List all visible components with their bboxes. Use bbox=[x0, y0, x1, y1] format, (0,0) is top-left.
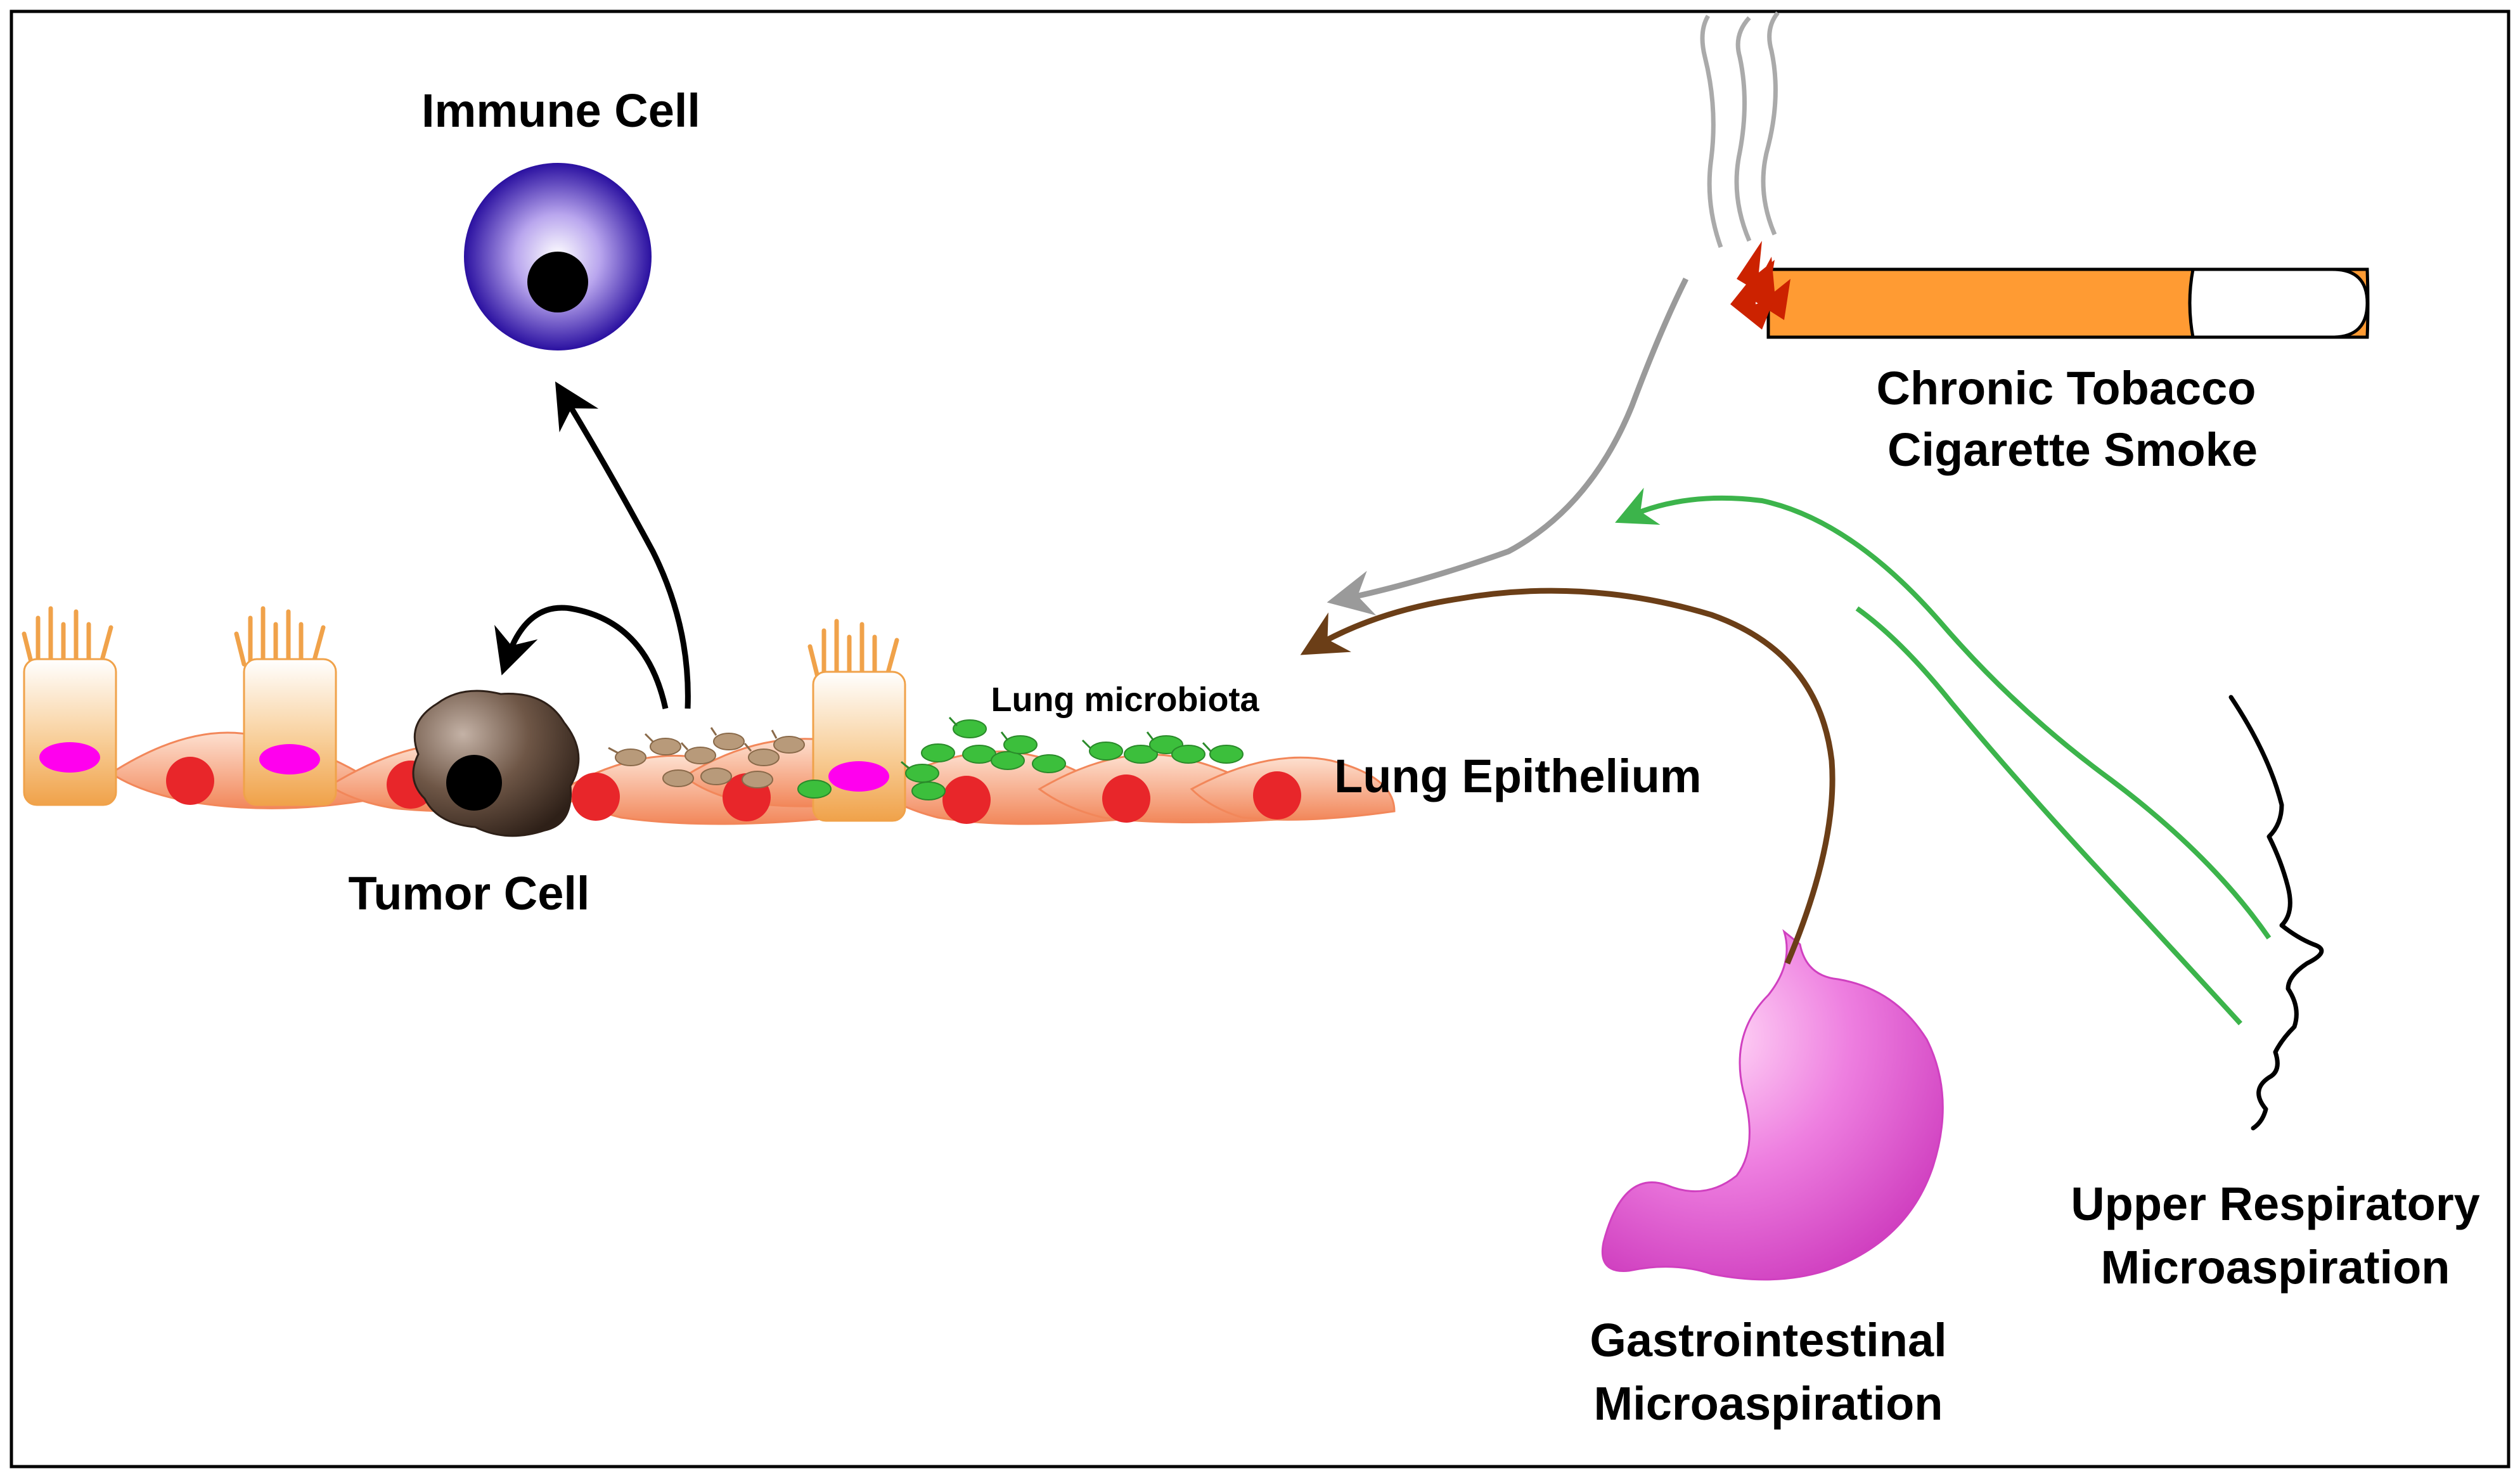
tobacco-label-line1: Chronic Tobacco bbox=[1877, 362, 2256, 414]
microbe-flagella-green bbox=[901, 716, 1212, 770]
microbe-cluster-tan bbox=[615, 733, 805, 788]
airflow-line-upper-respiratory bbox=[1855, 606, 2242, 1025]
tumor-cell-label: Tumor Cell bbox=[349, 867, 590, 920]
lung-epithelium-label: Lung Epithelium bbox=[1334, 750, 1702, 802]
lung-epithelium-strip bbox=[22, 606, 1396, 837]
arrow-to-tumor-cell bbox=[494, 605, 669, 709]
upper-respiratory-label-line2: Microaspiration bbox=[2101, 1241, 2450, 1294]
immune-cell-icon bbox=[464, 163, 652, 350]
lung-microbiota-label: Lung microbiota bbox=[991, 681, 1260, 719]
ciliated-cell-3 bbox=[807, 619, 906, 822]
face-profile-icon bbox=[2228, 695, 2324, 1131]
arrow-smoke-to-lung bbox=[1327, 277, 1689, 616]
arrow-gi-to-lung bbox=[1300, 588, 1835, 965]
microbe-cluster-green bbox=[797, 719, 1244, 800]
microbe-flagella-tan bbox=[608, 727, 778, 754]
arrow-upper-respiratory bbox=[1615, 487, 2272, 940]
upper-respiratory-label-line1: Upper Respiratory bbox=[2071, 1178, 2480, 1230]
gi-label-line1: Gastrointestinal bbox=[1590, 1314, 1946, 1366]
ember-icon bbox=[1730, 241, 1790, 330]
ciliated-cell-2 bbox=[234, 606, 337, 806]
gi-label-line2: Microaspiration bbox=[1594, 1377, 1943, 1430]
arrow-to-immune-cell bbox=[555, 381, 691, 709]
smoke-wisps bbox=[1700, 11, 1780, 248]
stomach-icon bbox=[1601, 929, 1944, 1281]
tobacco-label-line2: Cigarette Smoke bbox=[1887, 423, 2258, 476]
cigarette-icon bbox=[1700, 11, 2370, 339]
tumor-cell-icon bbox=[412, 690, 580, 837]
immune-cell-label: Immune Cell bbox=[421, 84, 700, 137]
ciliated-cell-1 bbox=[22, 606, 117, 806]
